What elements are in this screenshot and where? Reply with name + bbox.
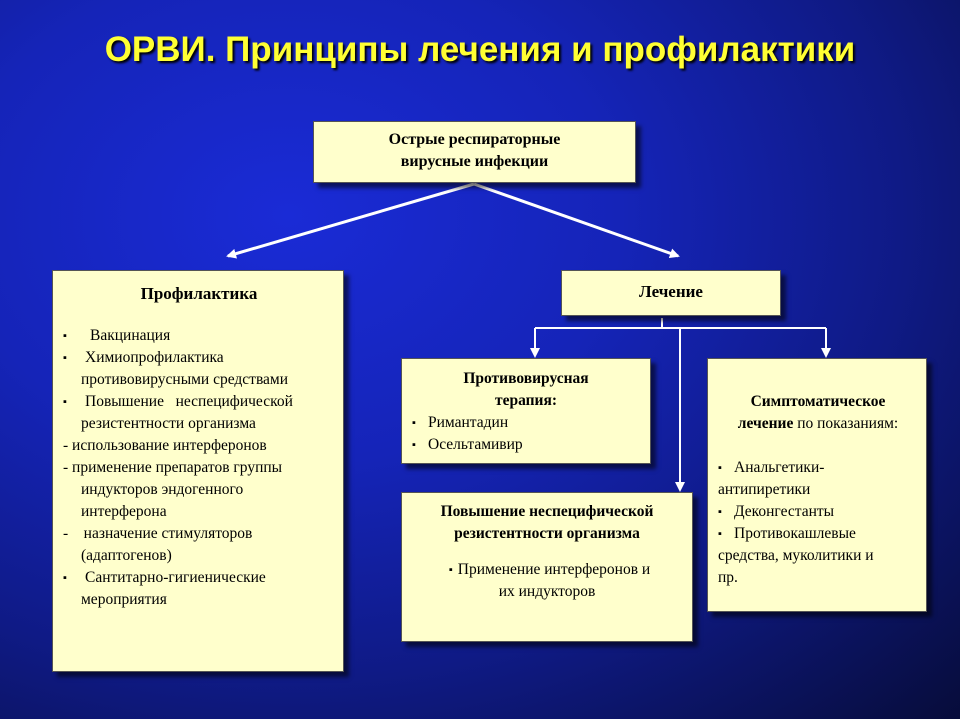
- slide-title: ОРВИ. Принципы лечения и профилактики: [104, 30, 856, 69]
- list-item: ▪Вакцинация: [63, 327, 171, 344]
- symptomatic-treatment-box: Симптоматическое лечение по показаниям: …: [707, 358, 927, 612]
- treatment-heading: Лечение: [639, 282, 703, 301]
- list-item: ▪Применение интерферонов и: [448, 561, 651, 578]
- antiviral-therapy-box: Противовирусная терапия: ▪Римантадин ▪Ос…: [401, 358, 651, 464]
- root-line-2: вирусные инфекции: [400, 153, 549, 170]
- list-item: пр.: [718, 569, 738, 586]
- prophylaxis-box: Профилактика ▪Вакцинация ▪Химиопрофилакт…: [52, 270, 344, 672]
- list-item: мероприятия: [81, 591, 167, 608]
- treatment-box: Лечение: [561, 270, 781, 316]
- list-item: (адаптогенов): [81, 547, 172, 564]
- root-line-1: Острые респираторные: [388, 131, 561, 148]
- list-item: - назначение стимуляторов: [63, 525, 253, 542]
- list-item: резистентности организма: [81, 415, 256, 432]
- list-item: ▪Химиопрофилактика: [63, 349, 224, 366]
- antiviral-heading-1: Противовирусная: [463, 370, 589, 387]
- root-box-arvi: Острые респираторные вирусные инфекции: [313, 121, 636, 183]
- list-item: ▪Римантадин: [412, 414, 509, 431]
- list-item: ▪Анальгетики-: [718, 459, 825, 476]
- list-item: их индукторов: [498, 583, 596, 600]
- nonspecific-heading-1: Повышение неспецифической: [440, 503, 654, 520]
- nonspecific-heading-2: резистентности организма: [454, 525, 640, 542]
- list-item: интерферона: [81, 503, 167, 520]
- arrow-to-prophylaxis: [226, 182, 475, 259]
- list-item: ▪Деконгестанты: [718, 503, 835, 520]
- list-item: ▪Осельтамивир: [412, 436, 523, 453]
- nonspecific-resistance-box: Повышение неспецифической резистентности…: [401, 492, 693, 642]
- list-item: - применение препаратов группы: [63, 459, 283, 476]
- list-item: противовирусными средствами: [81, 371, 289, 388]
- list-item: антипиретики: [718, 481, 811, 498]
- list-item: ▪Противокашлевые: [718, 525, 856, 542]
- list-item: ▪Повышение неспецифической: [63, 393, 293, 410]
- symptomatic-heading-2: лечение по показаниям:: [737, 415, 899, 432]
- list-item: средства, муколитики и: [718, 547, 874, 564]
- arrow-to-treatment: [473, 182, 680, 259]
- list-item: индукторов эндогенного: [81, 481, 244, 498]
- prophylaxis-heading: Профилактика: [140, 284, 258, 303]
- list-item: ▪Сантитарно-гигиенические: [63, 569, 266, 586]
- symptomatic-heading-1: Симптоматическое: [750, 393, 886, 410]
- antiviral-heading-2: терапия:: [494, 392, 558, 409]
- list-item: - использование интерферонов: [63, 437, 267, 454]
